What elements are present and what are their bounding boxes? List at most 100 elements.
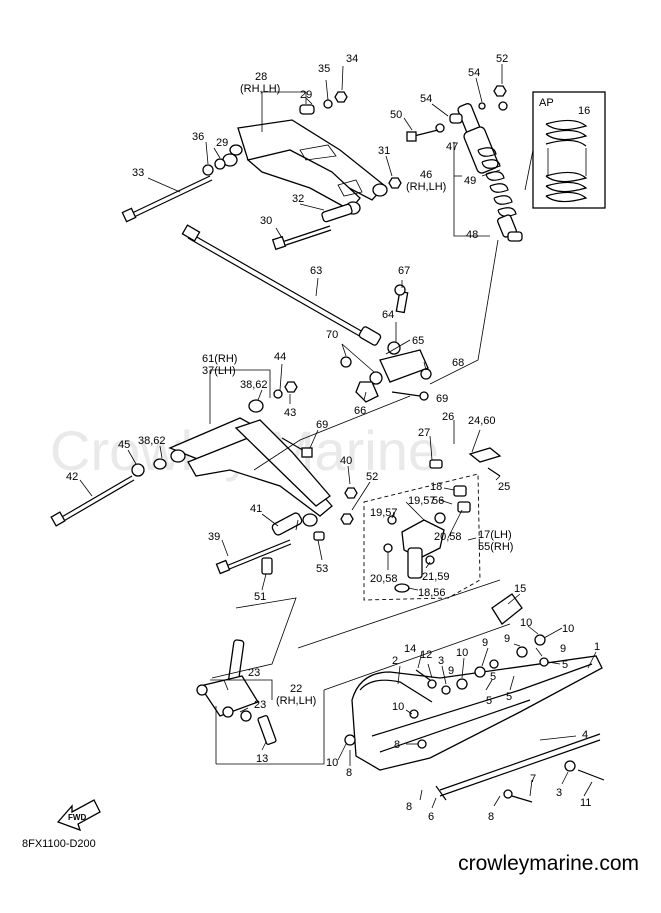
label-23a: 23 xyxy=(248,667,260,679)
label-9d: 9 xyxy=(448,665,454,677)
site-footer: crowleymarine.com xyxy=(458,852,639,875)
label-2: 2 xyxy=(392,655,398,667)
label-29a: 29 xyxy=(300,89,312,101)
label-3b: 3 xyxy=(556,787,562,799)
label-50: 50 xyxy=(390,109,402,121)
knuckle-assembly xyxy=(196,639,277,745)
label-2058a: 20,58 xyxy=(434,531,462,543)
label-10a: 10 xyxy=(456,647,468,659)
label-9c: 9 xyxy=(560,643,566,655)
label-8d: 8 xyxy=(488,811,494,823)
label-5a: 5 xyxy=(490,671,496,683)
label-55rh: 55(RH) xyxy=(478,541,513,553)
label-42: 42 xyxy=(66,471,78,483)
label-10c: 10 xyxy=(562,623,574,635)
label-69b: 69 xyxy=(316,419,328,431)
ap-label: AP xyxy=(539,97,554,109)
label-51: 51 xyxy=(254,591,266,603)
label-9b: 9 xyxy=(504,633,510,645)
bolt-42 xyxy=(50,475,135,527)
label-34: 34 xyxy=(346,53,358,65)
bolt-33 xyxy=(121,175,213,223)
label-52a: 52 xyxy=(496,53,508,65)
label-53: 53 xyxy=(316,563,328,575)
label-8b: 8 xyxy=(346,767,352,779)
label-43: 43 xyxy=(284,407,296,419)
label-11: 11 xyxy=(580,797,591,809)
label-22-rhlh: (RH,LH) xyxy=(276,695,316,707)
label-64: 64 xyxy=(382,309,394,321)
label-65: 65 xyxy=(412,335,424,347)
label-35: 35 xyxy=(318,63,330,75)
bolt-69 xyxy=(281,437,313,458)
label-70: 70 xyxy=(326,329,338,341)
leader-ap xyxy=(524,149,534,191)
label-29b: 29 xyxy=(216,137,228,149)
label-14: 14 xyxy=(404,643,416,655)
tie-rod-end xyxy=(340,284,432,403)
ski xyxy=(344,593,605,803)
ap-spring-box: AP xyxy=(532,91,606,209)
label-22: 22 xyxy=(290,683,302,695)
label-10e: 10 xyxy=(326,757,338,769)
label-40: 40 xyxy=(340,455,352,467)
label-1856: 18,56 xyxy=(418,587,446,599)
label-48: 48 xyxy=(466,229,478,241)
label-9a: 9 xyxy=(482,637,488,649)
leader-lines xyxy=(79,64,597,809)
label-8c: 8 xyxy=(406,801,412,813)
label-3862a: 38,62 xyxy=(240,379,268,391)
upper-a-arm xyxy=(202,91,402,223)
fwd-label: FWD xyxy=(68,813,86,822)
bolt-30 xyxy=(271,225,332,251)
label-2058b: 20,58 xyxy=(370,573,398,585)
label-66: 66 xyxy=(354,405,366,417)
label-5b: 5 xyxy=(562,659,568,671)
label-31: 31 xyxy=(378,145,390,157)
label-33: 33 xyxy=(132,167,144,179)
label-1957a: 19,57 xyxy=(408,495,436,507)
label-46-rhlh: (RH,LH) xyxy=(406,181,446,193)
label-37lh: 37(LH) xyxy=(202,365,236,377)
label-1: 1 xyxy=(594,641,600,653)
label-18a: 18 xyxy=(430,481,442,493)
label-46: 46 xyxy=(420,169,432,181)
steering-rod xyxy=(181,224,382,346)
shock-absorber xyxy=(406,85,523,242)
fwd-arrow: FWD xyxy=(56,799,101,832)
label-41: 41 xyxy=(250,503,262,515)
label-25: 25 xyxy=(498,481,510,493)
label-15: 15 xyxy=(514,583,526,595)
label-36: 36 xyxy=(192,131,204,143)
label-63: 63 xyxy=(310,265,322,277)
label-26: 26 xyxy=(442,411,454,423)
label-12: 12 xyxy=(420,649,432,661)
label-10b: 10 xyxy=(520,617,532,629)
label-67: 67 xyxy=(398,265,410,277)
label-28-rhlh: (RH,LH) xyxy=(240,83,280,95)
label-4: 4 xyxy=(582,729,588,741)
label-7: 7 xyxy=(530,773,536,785)
spindle-dashed-box xyxy=(363,473,481,601)
label-3862b: 38,62 xyxy=(138,435,166,447)
label-32: 32 xyxy=(292,193,304,205)
label-44: 44 xyxy=(274,351,286,363)
label-30: 30 xyxy=(260,215,272,227)
label-13: 13 xyxy=(256,753,268,765)
label-16: 16 xyxy=(578,105,590,117)
label-49: 49 xyxy=(464,175,476,187)
label-5d: 5 xyxy=(486,695,492,707)
label-45: 45 xyxy=(118,439,130,451)
label-61rh: 61(RH) xyxy=(202,353,237,365)
label-47: 47 xyxy=(446,141,458,153)
label-6: 6 xyxy=(428,811,434,823)
lower-a-arm xyxy=(131,381,358,575)
label-23b: 23 xyxy=(254,699,266,711)
label-68: 68 xyxy=(452,357,464,369)
diagram-code: 8FX1100-D200 xyxy=(22,838,96,850)
label-2460: 24,60 xyxy=(468,415,496,427)
bolt-39 xyxy=(215,539,292,575)
label-56: 56 xyxy=(432,495,444,507)
label-52b: 52 xyxy=(366,471,378,483)
label-54a: 54 xyxy=(468,67,480,79)
